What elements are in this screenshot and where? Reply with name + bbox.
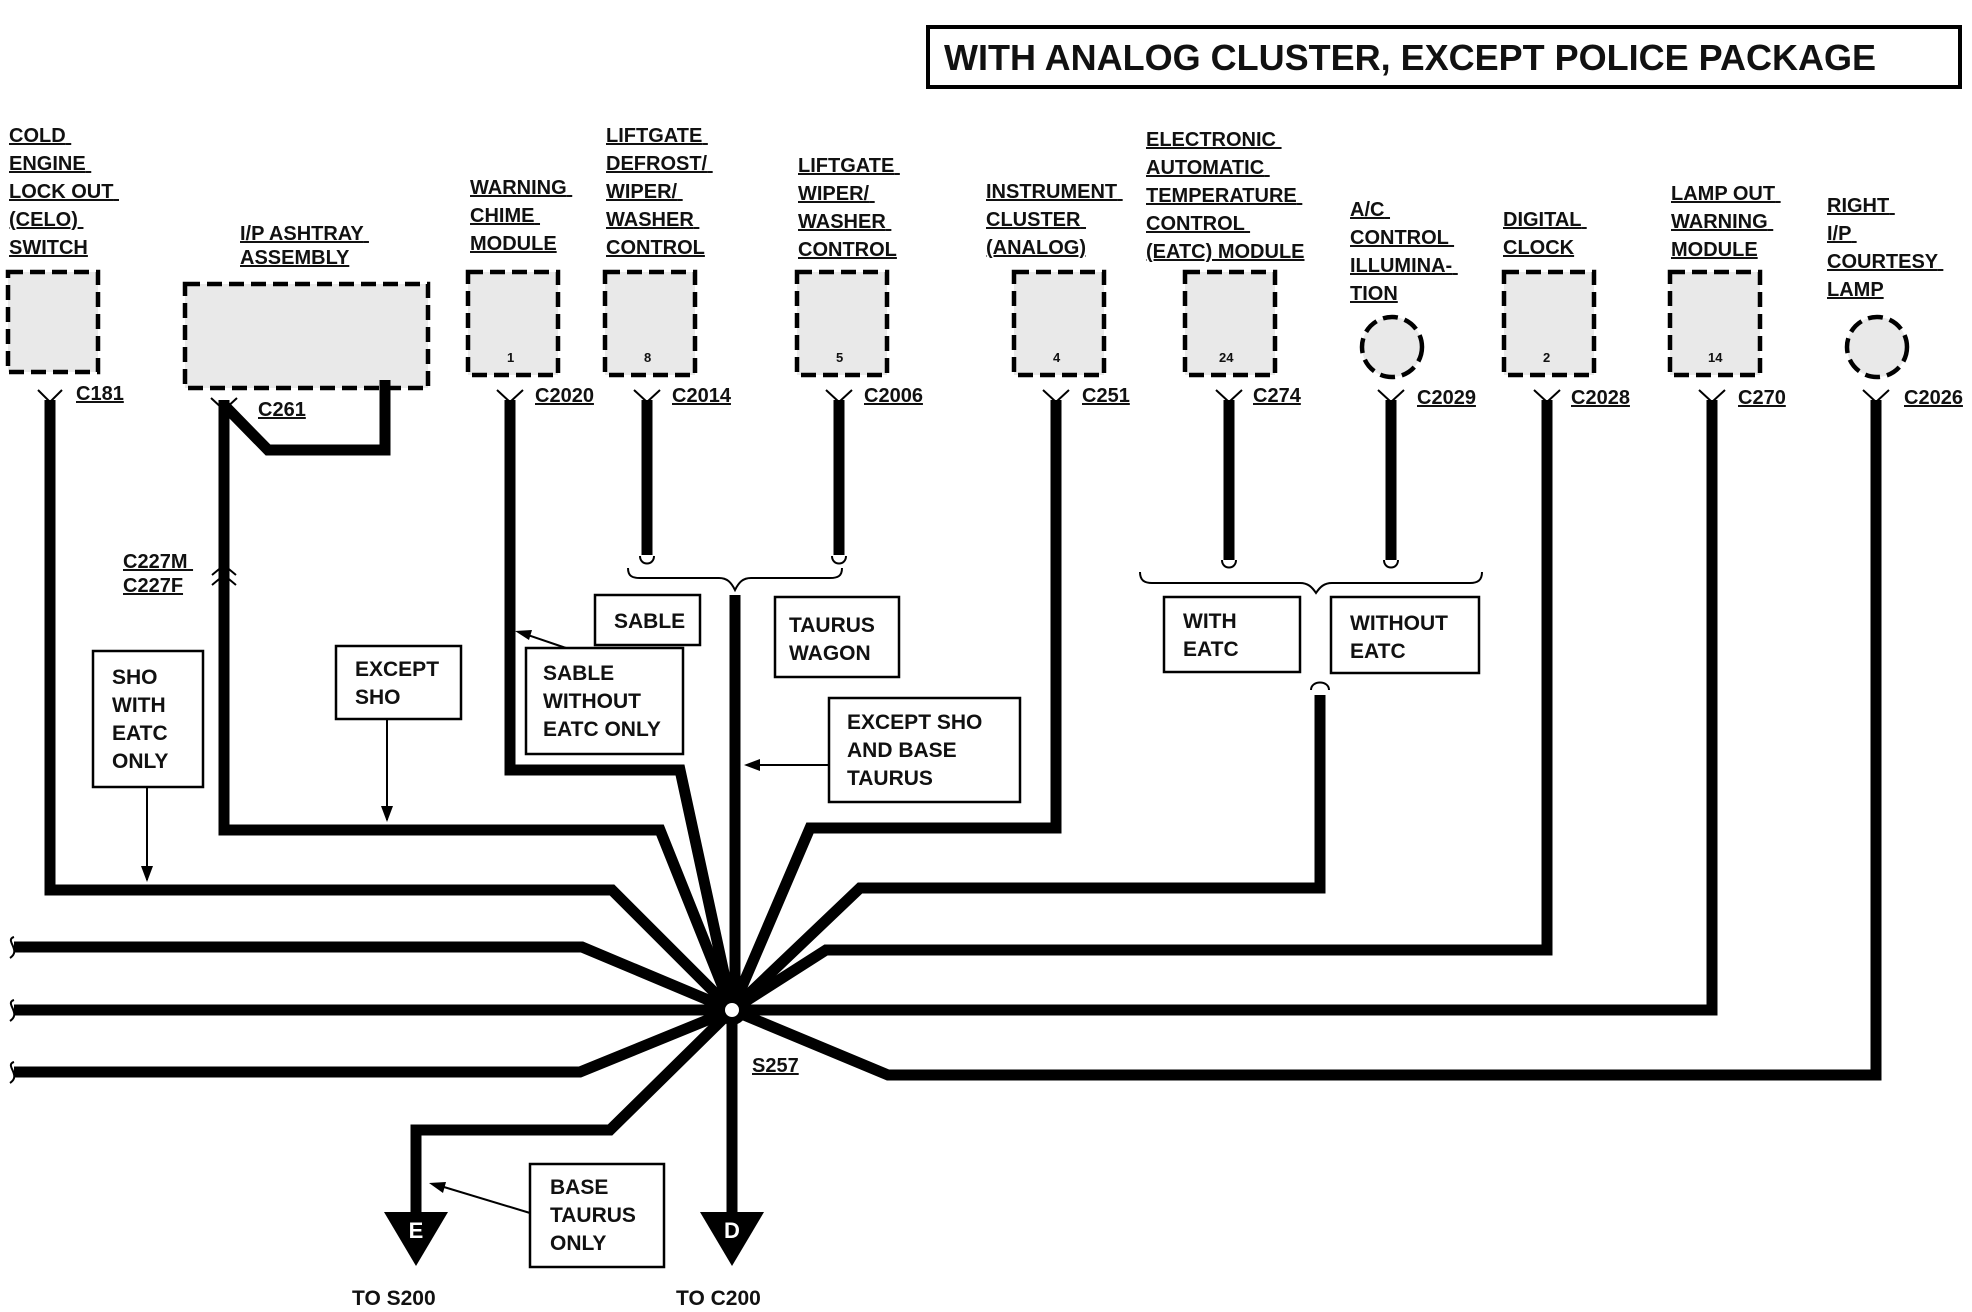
wire-cluster	[726, 400, 1062, 1013]
note-box-except-sho	[334, 644, 463, 721]
component-label-clock: DIGITAL CLOCK	[1503, 209, 1587, 259]
note-box-sable	[593, 593, 702, 647]
wire-eatc-ac	[1223, 400, 1397, 560]
arrow-d-icon	[700, 1212, 764, 1266]
output-label-c200: TO C200	[676, 1287, 761, 1310]
component-label-lamp-out: LAMP OUT WARNING MODULE	[1671, 183, 1781, 261]
component-label-liftgate-defrost: LIFTGATE DEFROST/ WIPER/ WASHER CONTROL	[606, 125, 713, 259]
note-sable-without-eatc: SABLE WITHOUT EATC ONLY	[543, 662, 661, 741]
component-label-ashtray: I/P ASHTRAY ASSEMBLY	[240, 223, 369, 269]
arrow-d-letter: D	[724, 1218, 740, 1243]
title-box	[926, 25, 1962, 89]
splice-label: S257	[752, 1055, 799, 1077]
component-label-chime: WARNING CHIME MODULE	[470, 177, 572, 255]
component-label-ac-illumination: A/C CONTROL ILLUMINA- TION	[1350, 199, 1458, 305]
note-box-with-eatc	[1162, 595, 1302, 674]
note-sable: SABLE	[614, 610, 685, 633]
connector-label-c2020: C2020	[535, 385, 594, 407]
wire-to-e	[410, 1006, 736, 1240]
pin-number-liftgate-wiper: 5	[836, 350, 843, 365]
component-label-courtesy: RIGHT I/P COURTESY LAMP	[1827, 195, 1943, 301]
connector-label-c270: C270	[1738, 387, 1786, 409]
arrow-e-icon	[384, 1212, 448, 1266]
wire-left-1	[14, 941, 735, 1016]
arrowhead-except-sho-icon	[381, 806, 393, 822]
pin-number-lamp-out: 14	[1708, 350, 1723, 365]
arrowhead-sho-with-eatc-icon	[141, 866, 153, 882]
c227-connector	[211, 563, 237, 586]
note-except-sho-base: EXCEPT SHO AND BASE TAURUS	[847, 711, 988, 790]
digital-clock-box	[1501, 269, 1597, 378]
wire-eatc-trunk	[728, 695, 1326, 1014]
note-box-sho-with-eatc	[91, 649, 205, 789]
wire-ashtray-loop	[220, 380, 391, 456]
note-box-except-sho-base	[827, 696, 1022, 804]
liftgate-wiper-box	[794, 269, 890, 378]
left-wire-ends	[9, 936, 16, 1084]
wire-clock	[729, 400, 1553, 1015]
connector-label-c181: C181	[76, 383, 124, 405]
splice-s257-center	[725, 1003, 739, 1017]
liftgate-bracket	[627, 555, 847, 593]
connector-label-c2026: C2026	[1904, 387, 1963, 409]
component-label-cluster: INSTRUMENT CLUSTER (ANALOG)	[986, 181, 1123, 259]
ac-illumination-bulb	[1359, 314, 1425, 380]
note-base-taurus: BASE TAURUS ONLY	[550, 1176, 642, 1255]
arrowhead-except-sho-base-icon	[744, 759, 760, 771]
note-box-without-eatc	[1329, 595, 1481, 675]
connector-label-c261: C261	[258, 399, 306, 421]
ashtray-assembly-box	[182, 281, 431, 391]
connector-label-c2014: C2014	[672, 385, 732, 407]
pin-number-eatc: 24	[1219, 350, 1234, 365]
note-sho-with-eatc: SHO WITH EATC ONLY	[112, 666, 173, 773]
arrowhead-sable-without-eatc-icon	[515, 630, 532, 640]
connector-label-c2029: C2029	[1417, 387, 1476, 409]
wire-lamp-out	[732, 400, 1718, 1016]
wires	[14, 380, 1882, 1240]
connector-label-c2028: C2028	[1571, 387, 1630, 409]
lamp-out-module-box	[1667, 269, 1763, 378]
eatc-bracket	[1139, 559, 1483, 691]
note-box-sable-without-eatc	[524, 646, 685, 756]
pin-number-clock: 2	[1543, 350, 1550, 365]
wire-celo	[44, 400, 736, 1014]
output-label-s200: TO S200	[352, 1287, 436, 1310]
wire-liftgate	[641, 400, 845, 555]
connector-label-c274: C274	[1253, 385, 1302, 407]
courtesy-lamp-bulb	[1844, 314, 1910, 380]
connector-label-c2006: C2006	[864, 385, 923, 407]
liftgate-defrost-box	[602, 269, 698, 378]
note-box-base-taurus	[528, 1162, 666, 1269]
arrowhead-base-taurus-icon	[429, 1182, 446, 1193]
component-label-eatc: ELECTRONIC AUTOMATIC TEMPERATURE CONTROL…	[1146, 129, 1305, 263]
inline-connector-label: C227M C227F	[123, 551, 193, 597]
eatc-module-box	[1182, 269, 1278, 378]
celo-switch-box	[5, 269, 101, 375]
wire-ashtray	[218, 400, 738, 1013]
pin-number-liftgate-defrost: 8	[644, 350, 651, 365]
note-with-eatc: WITH EATC	[1183, 610, 1243, 661]
pin-number-chime: 1	[507, 350, 514, 365]
arrow-e-letter: E	[409, 1218, 424, 1243]
note-box-taurus-wagon	[773, 595, 901, 679]
note-without-eatc: WITHOUT EATC	[1350, 612, 1454, 663]
note-except-sho: EXCEPT SHO	[355, 658, 445, 709]
connector-label-c251: C251	[1082, 385, 1130, 407]
component-label-celo: COLD ENGINE LOCK OUT (CELO) SWITCH	[9, 125, 119, 259]
wire-left-3	[14, 1004, 735, 1078]
diagram-title: WITH ANALOG CLUSTER, EXCEPT POLICE PACKA…	[944, 37, 1876, 78]
instrument-cluster-box	[1011, 269, 1107, 378]
note-taurus-wagon: TAURUS WAGON	[789, 614, 881, 665]
wire-courtesy	[729, 400, 1882, 1081]
chime-module-box	[465, 269, 561, 378]
pin-number-cluster: 4	[1053, 350, 1061, 365]
arrow-base-taurus	[433, 1183, 531, 1214]
wire-chime	[504, 400, 738, 1012]
component-label-liftgate-wiper: LIFTGATE WIPER/ WASHER CONTROL	[798, 155, 900, 261]
